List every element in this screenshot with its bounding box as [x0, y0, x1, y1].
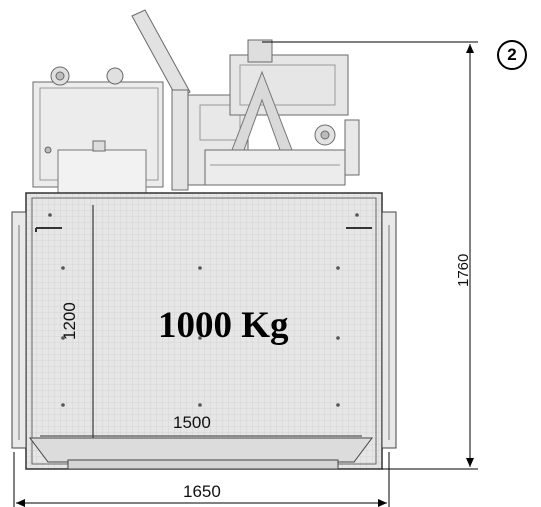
dimension-line-1760	[262, 41, 478, 470]
platform	[11, 192, 397, 470]
drive-unit	[32, 9, 360, 195]
dimension-label-1200: 1200	[60, 302, 79, 340]
dimension-label-1500: 1500	[173, 413, 211, 432]
dimension-label-1650: 1650	[183, 482, 221, 501]
callout-badge: 2	[497, 40, 527, 70]
load-capacity-label: 1000 Kg	[158, 305, 289, 346]
dimension-line-1650	[13, 452, 390, 507]
dimension-label-1760: 1760	[455, 253, 472, 287]
